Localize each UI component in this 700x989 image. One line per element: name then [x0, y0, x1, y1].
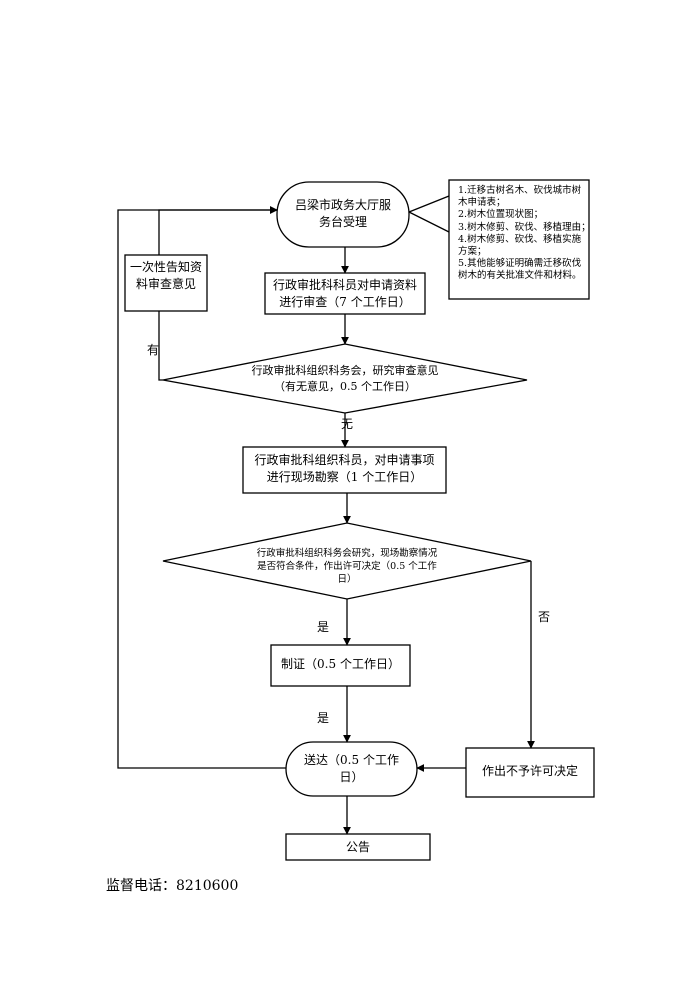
- note-item: 2.树木位置现状图；: [458, 209, 544, 221]
- note-item: 5.其他能够证明确需迁移砍伐: [458, 258, 582, 270]
- note-item: 1.迁移古树名木、砍伐城市树: [458, 185, 582, 196]
- note-item: 方案；: [458, 246, 487, 258]
- required-documents-note: 1.迁移古树名木、砍伐城市树 木申请表； 2.树木位置现状图； 3.树木修剪、砍…: [458, 185, 591, 283]
- note-connector-2: [408, 211, 450, 233]
- edge-label-none: 无: [341, 417, 354, 431]
- site-node-text: 行政审批科组织科员，对申请事项进行现场勘察（1 个工作日）: [254, 453, 435, 484]
- edge-label-no: 否: [538, 610, 551, 624]
- edge-label-yes-certify: 是: [317, 620, 330, 634]
- review-node-text: 行政审批科科员对申请资料进行审查（7 个工作日）: [272, 278, 417, 309]
- supervision-phone: 监督电话：8210600: [106, 878, 239, 894]
- edge-label-has: 有: [147, 343, 160, 357]
- reject-node: [465, 747, 595, 798]
- arrow-notify-to-start: [158, 206, 278, 255]
- line-has-opinion-to-notify: [158, 311, 163, 381]
- decision1-node-text: 行政审批科组织科务会，研究审查意见（有无意见，0.5 个工作日）: [251, 364, 439, 393]
- reject-node-text: 作出不予许可决定: [481, 764, 578, 778]
- edge-label-yes-deliver: 是: [317, 711, 330, 725]
- note-item: 树木的有关批准文件和材料。: [458, 270, 582, 282]
- start-node: [276, 181, 410, 248]
- note-connector-1: [408, 195, 450, 213]
- certify-node-text: 制证（0.5 个工作日）: [281, 657, 400, 671]
- start-node-text: 吕梁市政务大厅服务台受理: [295, 198, 392, 229]
- note-item: 木申请表；: [458, 197, 506, 209]
- decision2-node-text: 行政审批科组织科务会研究，现场勘察情况是否符合条件，作出许可决定（0.5 个工作…: [256, 548, 438, 585]
- note-box: [448, 179, 590, 300]
- announce-node-text: 公告: [345, 840, 370, 854]
- certify-node: [270, 644, 411, 687]
- note-item: 3.树木修剪、砍伐、移植理由；: [458, 221, 591, 233]
- announce-node: [285, 833, 431, 861]
- decision1-node: [162, 343, 528, 414]
- notify-node: [124, 254, 208, 312]
- note-item: 4.树木修剪、砍伐、移植实施: [458, 233, 582, 245]
- arrow-deliver-to-start-loop: [117, 206, 286, 769]
- notify-node-text: 一次性告知资料审查意见: [129, 260, 202, 291]
- deliver-node-text: 送达（0.5 个工作日）: [304, 753, 399, 784]
